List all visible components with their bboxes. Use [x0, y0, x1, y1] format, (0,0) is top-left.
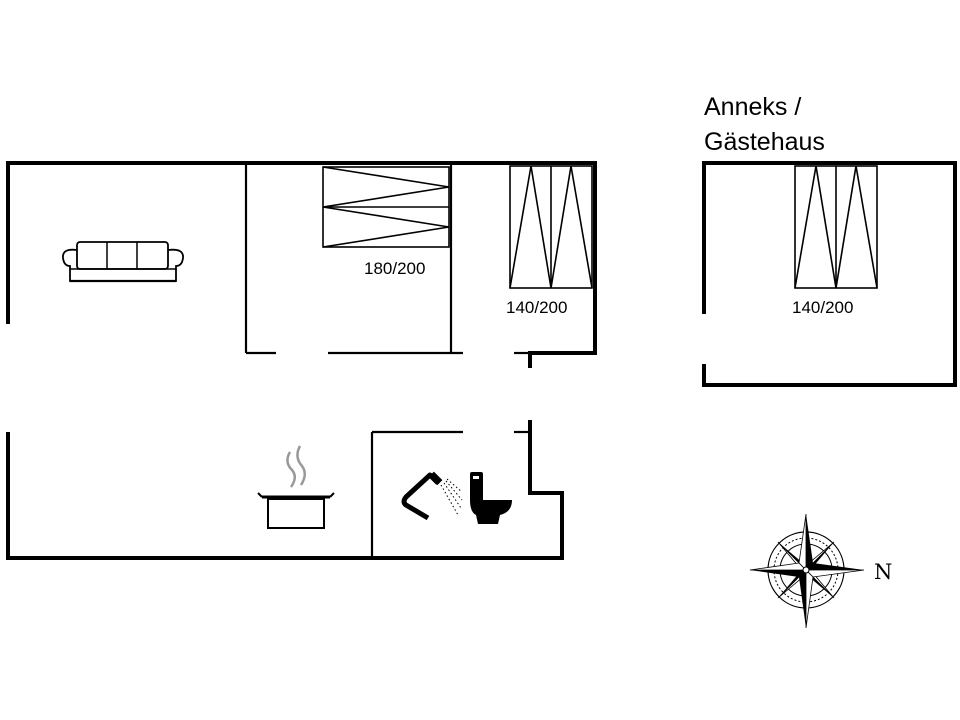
cooking-pot-icon [257, 445, 335, 529]
annex-bed-label: 140/200 [792, 298, 853, 317]
annex-double-bed-140 [794, 165, 878, 289]
main-house-walls [6, 161, 597, 560]
annex-title-line1: Anneks / [704, 93, 801, 121]
annex-title-line2: Gästehaus [704, 128, 825, 156]
sofa-icon [62, 241, 184, 283]
toilet-icon [470, 472, 512, 524]
double-bed-180 [322, 166, 450, 248]
compass-north-label: N [874, 560, 892, 584]
double-bed-140 [509, 165, 593, 289]
shower-icon [401, 471, 463, 521]
compass-rose-icon [749, 513, 865, 629]
bed-label-180: 180/200 [364, 259, 425, 278]
annex-walls [702, 161, 957, 387]
interior-walls [244, 163, 530, 558]
bed-label-140: 140/200 [506, 298, 567, 317]
